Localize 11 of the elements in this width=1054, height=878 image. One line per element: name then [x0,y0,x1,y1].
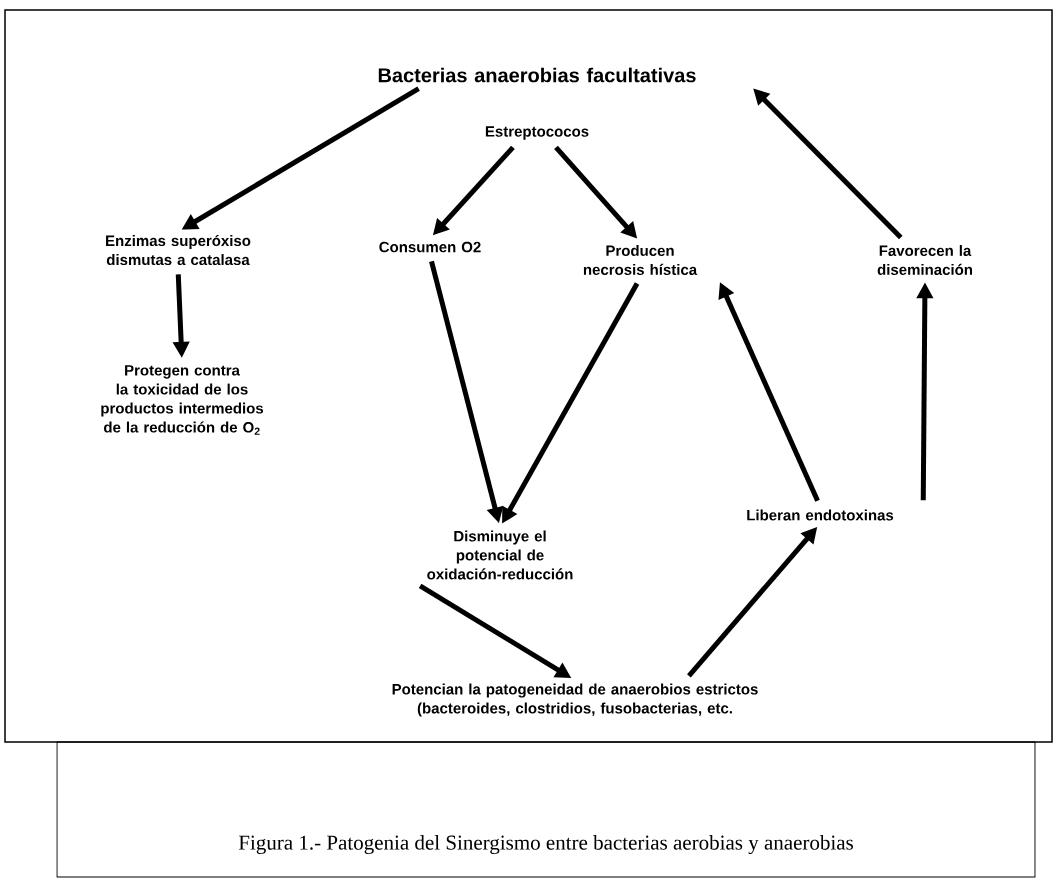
node-text: Liberan endotoxinas [747,509,894,521]
node-text: Consumen O2 [379,241,481,253]
node-text: Disminuye el potencial de oxidación-reducción [427,530,573,580]
node-text: Potencian la patogeneidad de anaerobios estrictos (bacteroides, clostridios, fusobacterias, etc. [392,683,758,717]
heading-text: Bacterias anaerobias facultativas [378,67,696,83]
node-text: Favorecen la diseminación [877,245,972,275]
node-text: Estreptococos [485,126,589,140]
caption-box: Figura 1.- Patogenia del Sinergismo entre bacterias aerobias y anaerobias [56,741,1036,878]
node-text: Enzimas superóxiso dismutas a catalasa [106,234,251,266]
node-text: Protegen contra la toxicidad de los productos intermedios de la reducción de O$_{2}$ [101,365,264,435]
node-text: Producen necrosis hística [583,245,698,275]
